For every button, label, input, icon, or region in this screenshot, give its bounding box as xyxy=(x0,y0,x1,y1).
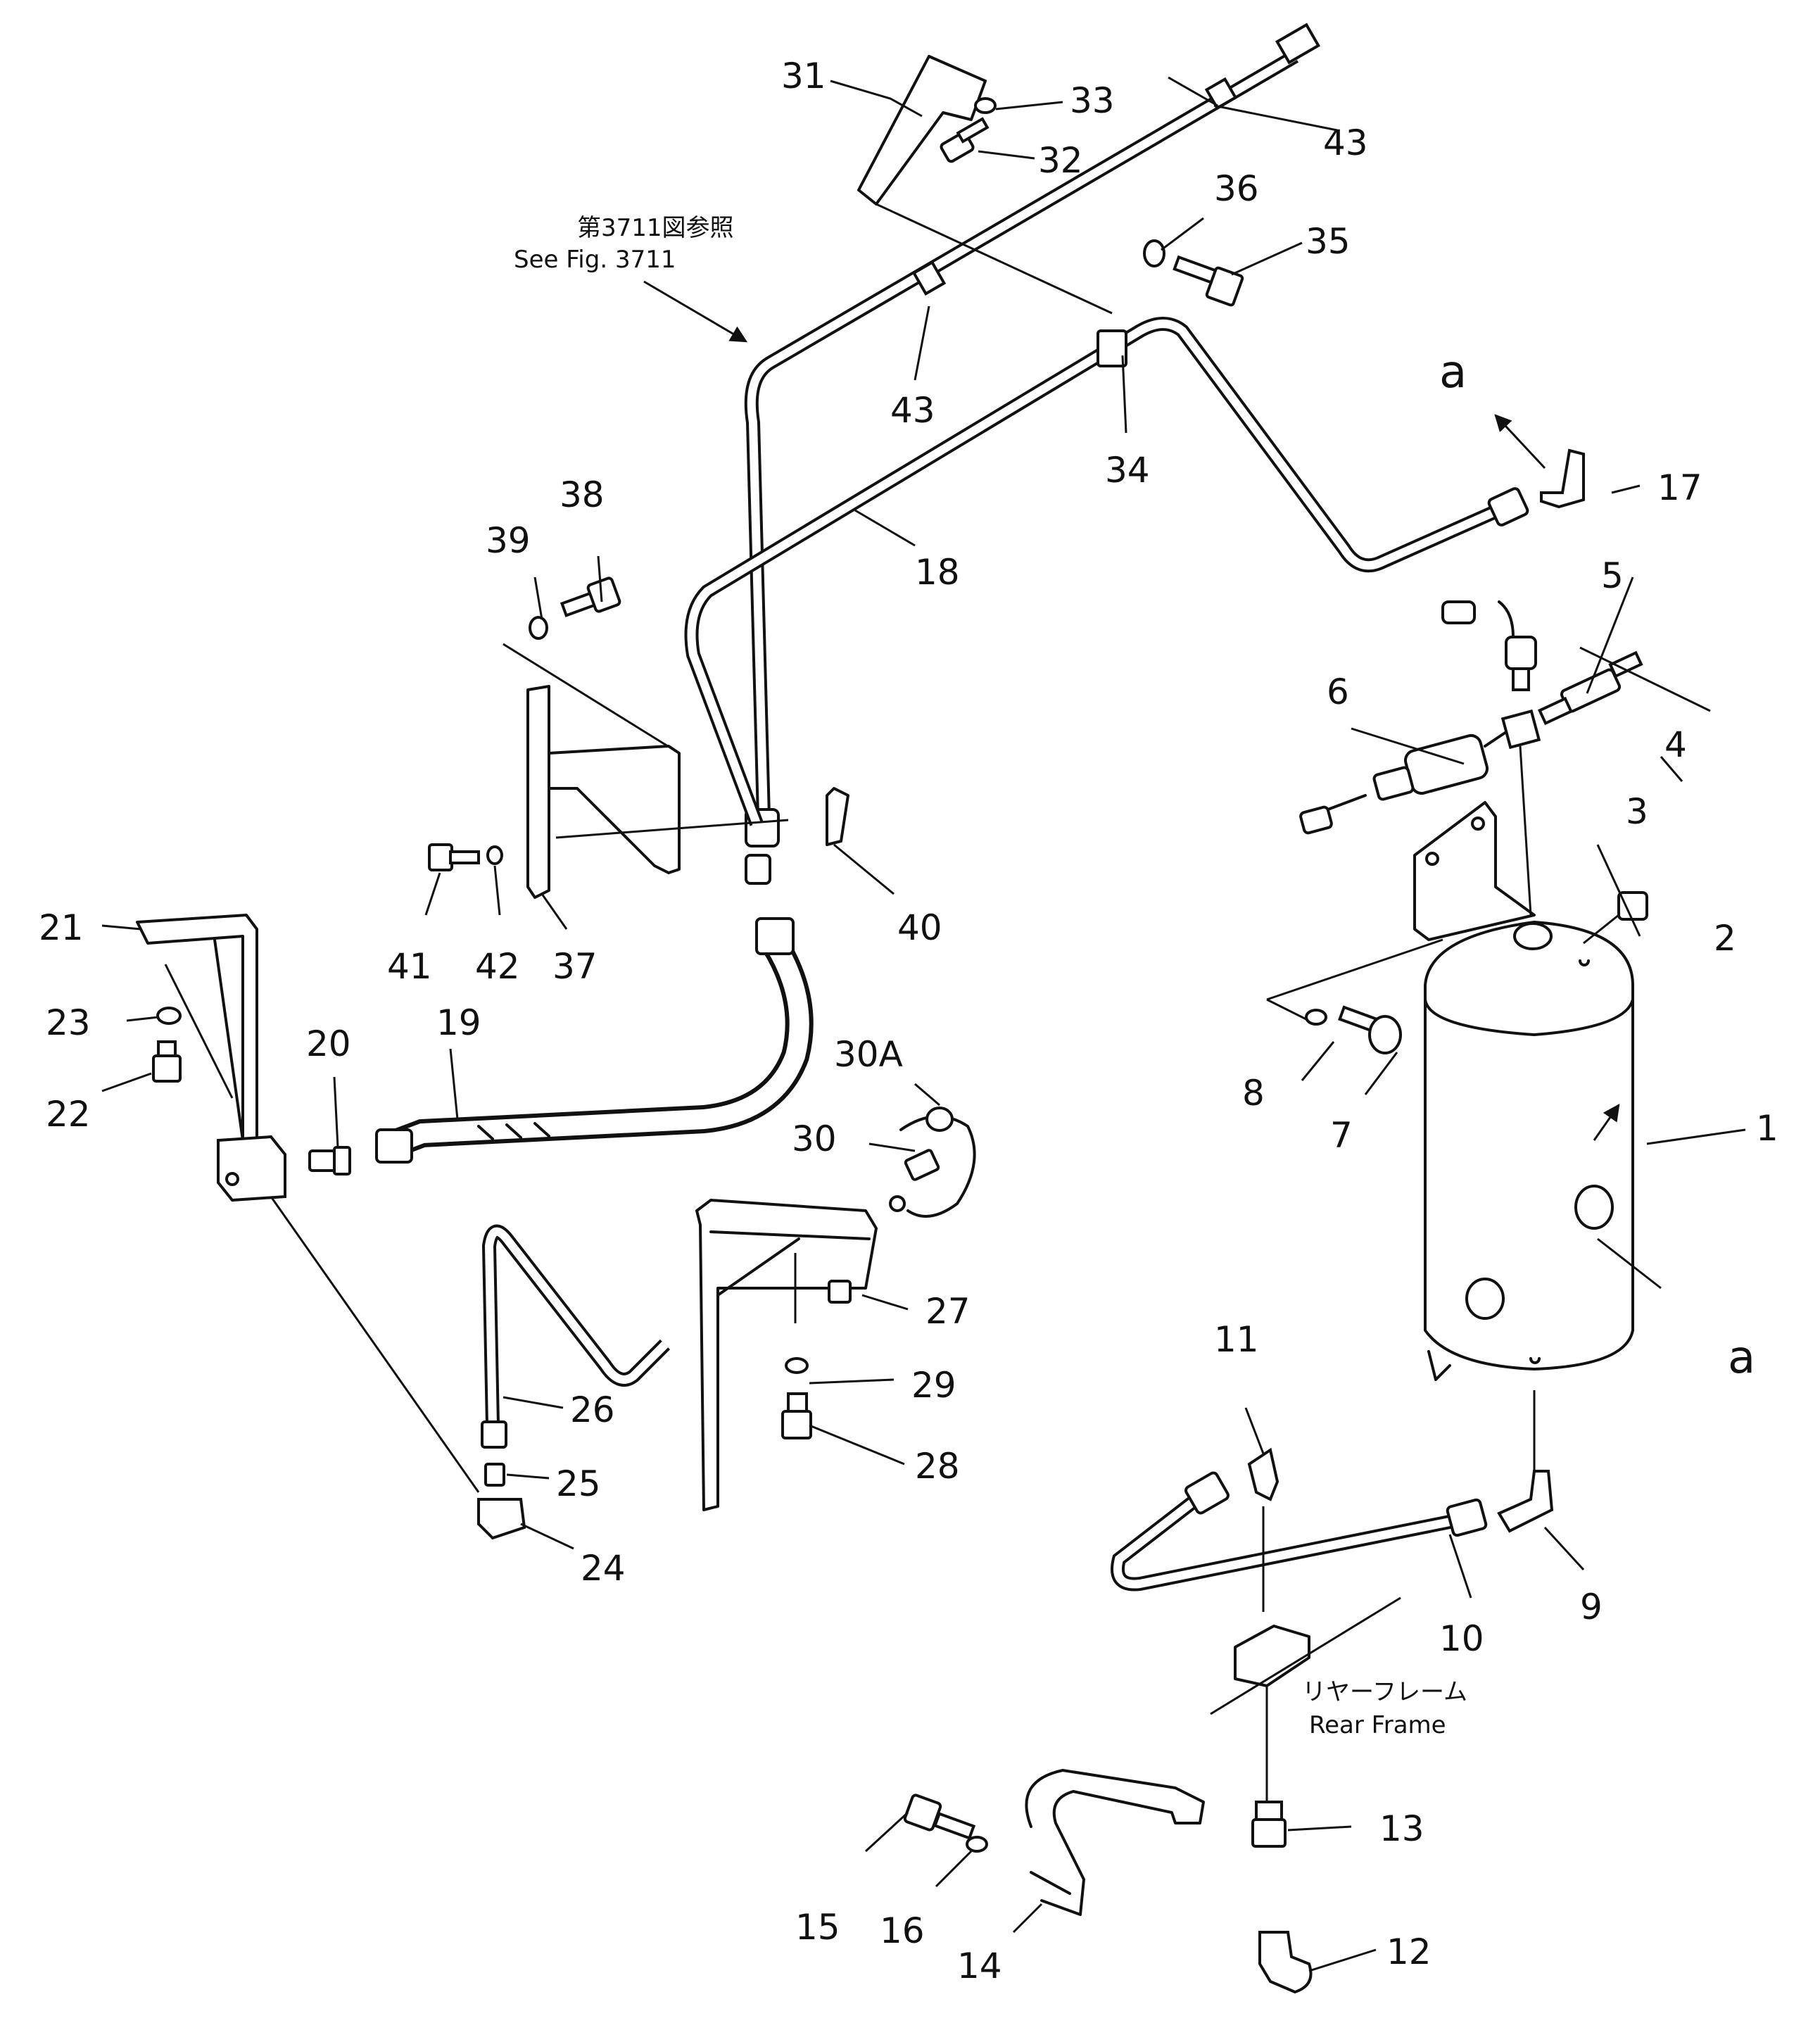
callout-37: 37 xyxy=(552,946,598,987)
callout-16: 16 xyxy=(880,1910,925,1951)
rear-frame xyxy=(1210,1506,1401,1994)
arrow-a-top-label: a xyxy=(1439,346,1467,398)
callout-12: 12 xyxy=(1386,1931,1432,1972)
callout-15: 15 xyxy=(795,1907,840,1948)
callout-43-upper: 43 xyxy=(1323,122,1368,163)
callout-32: 32 xyxy=(1038,140,1083,181)
callout-21: 21 xyxy=(39,907,84,948)
callout-leaders xyxy=(101,76,1746,1972)
callout-numbers: 1 2 3 4 5 6 7 8 9 10 11 12 13 14 15 16 1… xyxy=(39,56,1778,1986)
callout-41: 41 xyxy=(387,946,432,987)
bracket-37 xyxy=(428,576,849,899)
callout-43-lower: 43 xyxy=(890,390,935,431)
callout-39: 39 xyxy=(486,520,531,561)
rear-frame-label-jp: リヤーフレーム xyxy=(1302,1678,1467,1706)
bracket-21 xyxy=(136,914,480,1493)
callout-29: 29 xyxy=(911,1365,956,1406)
callout-40: 40 xyxy=(897,907,942,948)
pipe-18 xyxy=(684,317,1529,826)
callout-13: 13 xyxy=(1379,1808,1424,1849)
elbow-17 xyxy=(1540,448,1585,509)
bracket-27 xyxy=(695,1107,976,1511)
callout-17: 17 xyxy=(1657,467,1702,508)
fig-note-en: See Fig. 3711 xyxy=(514,246,676,274)
callout-11: 11 xyxy=(1214,1319,1259,1360)
callout-42: 42 xyxy=(475,946,520,987)
clamp-14 xyxy=(903,1769,1205,1916)
callout-4: 4 xyxy=(1664,724,1687,765)
callout-36: 36 xyxy=(1214,168,1259,209)
pipe-10 xyxy=(1111,1447,1554,1592)
sensors-3-6 xyxy=(1299,600,1643,916)
callout-14: 14 xyxy=(957,1946,1002,1986)
callout-20: 20 xyxy=(306,1023,351,1064)
callout-24: 24 xyxy=(581,1548,626,1589)
callout-1: 1 xyxy=(1756,1108,1778,1149)
callout-7: 7 xyxy=(1330,1115,1353,1156)
callout-19: 19 xyxy=(436,1002,481,1043)
callout-18: 18 xyxy=(915,552,960,593)
callout-26: 26 xyxy=(570,1389,615,1430)
callout-6: 6 xyxy=(1327,672,1349,712)
arrow-a-tank-label: a xyxy=(1728,1332,1755,1384)
callout-3: 3 xyxy=(1626,791,1648,832)
callout-2: 2 xyxy=(1714,918,1736,959)
callout-28: 28 xyxy=(915,1446,960,1487)
fig-note-jp: 第3711図参照 xyxy=(577,214,734,242)
callout-8: 8 xyxy=(1242,1073,1265,1114)
upper-air-pipe xyxy=(744,23,1321,885)
reference-notes: 第3711図参照 See Fig. 3711 リヤーフレーム Rear Fram… xyxy=(514,214,1755,1739)
bolt-35 xyxy=(1143,239,1244,307)
callout-27: 27 xyxy=(925,1291,971,1332)
callout-25: 25 xyxy=(556,1463,601,1504)
callout-34: 34 xyxy=(1105,450,1150,491)
rear-frame-label-en: Rear Frame xyxy=(1309,1711,1446,1739)
air-tank-1 xyxy=(1266,801,1648,1475)
callout-23: 23 xyxy=(46,1002,91,1043)
callout-31: 31 xyxy=(781,56,826,96)
callout-33: 33 xyxy=(1070,80,1115,121)
callout-30: 30 xyxy=(792,1118,837,1159)
callout-10: 10 xyxy=(1439,1618,1484,1659)
callout-30a: 30A xyxy=(834,1034,903,1075)
bracket-31 xyxy=(857,55,1113,315)
callout-38: 38 xyxy=(560,474,605,515)
callout-35: 35 xyxy=(1306,221,1351,262)
callout-22: 22 xyxy=(46,1094,91,1135)
hose-19 xyxy=(375,917,814,1164)
pipe-26 xyxy=(477,1224,671,1540)
callout-5: 5 xyxy=(1601,555,1624,596)
callout-9: 9 xyxy=(1580,1587,1603,1627)
